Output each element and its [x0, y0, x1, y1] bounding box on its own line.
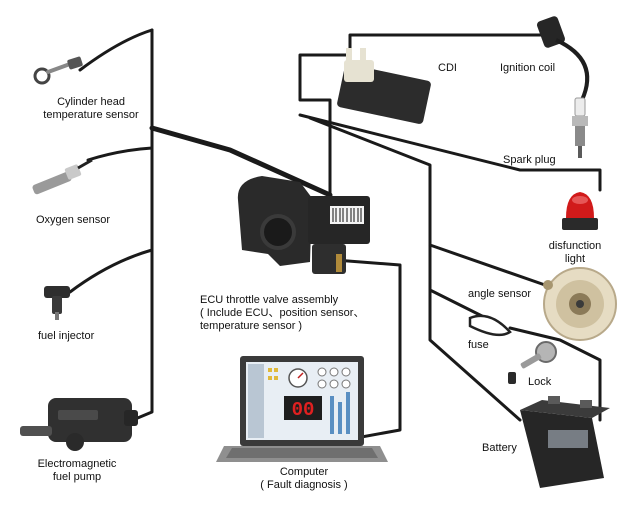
battery-label: Battery: [482, 442, 517, 454]
cylinder-head-sensor-icon: [33, 56, 83, 85]
fuel-pump-label: Electromagnetic fuel pump: [22, 458, 132, 484]
cylinder-head-sensor-label-line2: temperature sensor: [43, 109, 139, 121]
oxygen-sensor-icon: [32, 158, 93, 195]
computer-label: Computer ( Fault diagnosis ): [234, 466, 374, 492]
ignition-coil-icon: [537, 16, 590, 101]
digital-readout: 00: [292, 399, 315, 421]
ecu-throttle-assembly-icon: [237, 176, 370, 274]
fuse-to-battery-wire: [508, 326, 602, 422]
cdi-label: CDI: [438, 62, 457, 74]
lock-label: Lock: [528, 376, 552, 388]
cdi-unit-icon: [337, 48, 431, 124]
warning-light-icon: [562, 192, 598, 230]
fuse-label: fuse: [468, 339, 489, 351]
fuel-pump-icon: [20, 398, 138, 451]
key-lock-icon: [508, 341, 557, 384]
fuel-injector-icon: [44, 286, 70, 320]
ignition-coil-label: Ignition coil: [500, 62, 556, 74]
computer-label-line1: Computer: [279, 466, 329, 478]
angle-sensor-wire: [428, 243, 547, 287]
injector-wire: [68, 248, 154, 294]
angle-sensor-label: angle sensor: [468, 288, 531, 300]
cylinder-head-sensor-label: Cylinder head temperature sensor: [26, 96, 156, 122]
fuel-pump-label-line1: Electromagnetic: [37, 458, 117, 470]
cyl-sensor-wire: [78, 28, 154, 72]
ecu-to-battery-wire: [428, 173, 522, 422]
ecu-to-computer-wire: [333, 258, 402, 442]
disfunction-light-label-line1: disfunction: [548, 240, 602, 252]
disfunction-light-label-line2: light: [564, 253, 586, 265]
ecu-to-cdi-wire: [298, 53, 352, 197]
left-trunk-wire: [126, 28, 154, 424]
ecu-label: ECU throttle valve assembly ( Include EC…: [200, 294, 364, 333]
ecu-label-line3: temperature sensor ): [200, 320, 303, 332]
oxygen-sensor-label: Oxygen sensor: [36, 214, 110, 226]
spark-plug-label: Spark plug: [503, 154, 556, 166]
spark-plug-icon: [572, 97, 588, 158]
laptop-icon: 00: [216, 356, 388, 462]
harness-to-ecu: [149, 125, 333, 198]
ecu-to-light-wire: [298, 113, 602, 192]
fuel-injector-label: fuel injector: [38, 330, 95, 342]
angle-sensor-icon: [543, 267, 617, 341]
fuse-icon: [468, 314, 512, 337]
wiring-harness: [68, 28, 602, 442]
ecu-label-line1: ECU throttle valve assembly: [200, 294, 339, 306]
ecu-label-line2: ( Include ECU、position sensor、: [200, 307, 365, 319]
cylinder-head-sensor-label-line1: Cylinder head: [57, 96, 125, 108]
fuel-pump-label-line2: fuel pump: [52, 471, 102, 483]
oxygen-wire: [86, 146, 154, 162]
disfunction-light-label: disfunction light: [540, 240, 610, 266]
computer-label-line2: ( Fault diagnosis ): [260, 479, 348, 491]
cdi-to-coil-wire: [348, 33, 557, 57]
battery-icon: [520, 396, 610, 488]
